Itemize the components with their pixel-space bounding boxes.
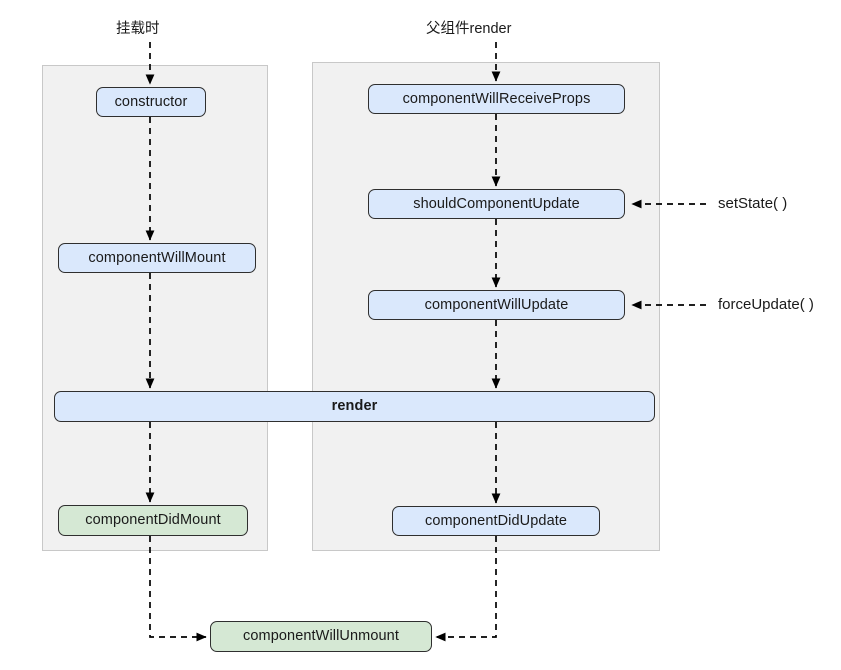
label-set-state: setState( ) [718, 195, 788, 212]
node-component-will-update[interactable]: componentWillUpdate [368, 290, 625, 320]
caption-mounting: 挂载时 [116, 21, 160, 37]
label-force-update: forceUpdate( ) [718, 296, 814, 313]
edge-componentdidupdate-to-componentwillunmount [435, 536, 497, 642]
node-render[interactable]: render [54, 391, 655, 422]
node-component-will-mount[interactable]: componentWillMount [58, 243, 256, 273]
node-constructor[interactable]: constructor [96, 87, 206, 117]
node-component-did-update[interactable]: componentDidUpdate [392, 506, 600, 536]
node-component-will-receive-props[interactable]: componentWillReceiveProps [368, 84, 625, 114]
edge-componentdidmount-to-componentwillunmount [149, 536, 207, 642]
node-component-did-mount[interactable]: componentDidMount [58, 505, 248, 536]
node-should-component-update[interactable]: shouldComponentUpdate [368, 189, 625, 219]
caption-parent-render: 父组件render [426, 21, 512, 37]
node-component-will-unmount[interactable]: componentWillUnmount [210, 621, 432, 652]
mounting-phase-panel [42, 65, 268, 551]
